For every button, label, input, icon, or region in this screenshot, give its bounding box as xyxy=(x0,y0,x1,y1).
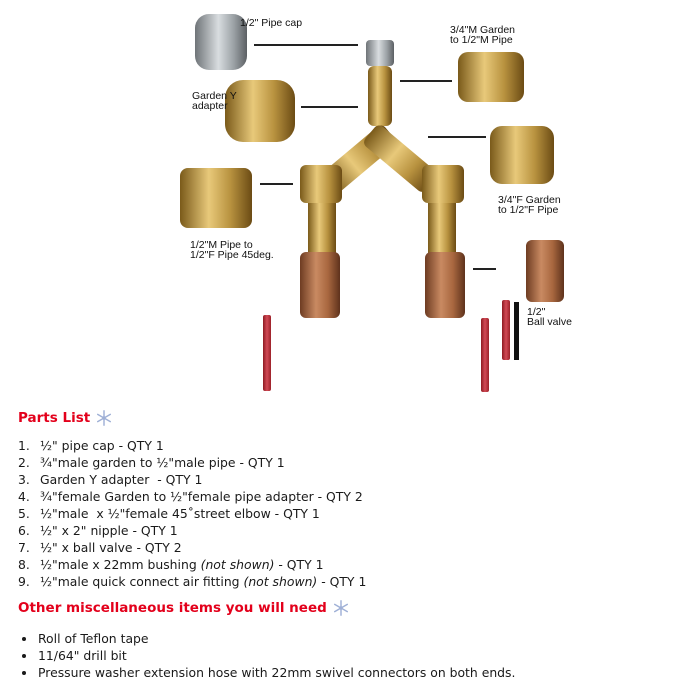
misc-title: Other miscellaneous items you will need xyxy=(18,600,327,616)
leader-line xyxy=(254,44,358,46)
list-item: 2.¾"male garden to ½"male pipe - QTY 1 xyxy=(18,455,285,470)
bullet-icon xyxy=(22,670,26,675)
assembly-diagram: 1/2" Pipe cap Garden Y adapter 3/4"M Gar… xyxy=(170,0,590,400)
label-female-garden: 3/4"F Garden to 1/2"F Pipe xyxy=(498,194,561,216)
list-item: 6.½" x 2" nipple - QTY 1 xyxy=(18,523,178,538)
nipple-left xyxy=(308,203,336,253)
list-item: Pressure washer extension hose with 22mm… xyxy=(18,664,515,681)
snowflake-icon xyxy=(97,410,112,426)
label-elbow-45: 1/2"M Pipe to 1/2"F Pipe 45deg. xyxy=(190,239,274,261)
leader-line xyxy=(428,136,486,138)
bullet-icon xyxy=(22,653,26,658)
list-item: 9.½"male quick connect air fitting (not … xyxy=(18,574,367,589)
list-item: 7.½" x ball valve - QTY 2 xyxy=(18,540,182,555)
parts-list: 1.½" pipe cap - QTY 1 2.¾"male garden to… xyxy=(18,437,366,590)
list-item: 8.½"male x 22mm bushing (not shown) - QT… xyxy=(18,557,324,572)
leader-line xyxy=(473,268,496,270)
parts-list-heading: Parts List xyxy=(18,408,366,428)
assembled-cap xyxy=(366,40,394,66)
leader-line xyxy=(400,80,452,82)
assembled-stem xyxy=(368,66,392,126)
male-garden-part xyxy=(458,52,524,102)
misc-heading: Other miscellaneous items you will need xyxy=(18,598,515,618)
valve-handle xyxy=(502,300,510,360)
label-male-garden: 3/4"M Garden to 1/2"M Pipe xyxy=(450,24,516,46)
ball-valve-part xyxy=(526,240,564,302)
parts-list-title: Parts List xyxy=(18,410,91,426)
list-item: 11/64" drill bit xyxy=(18,647,515,664)
assembled-elbow-left xyxy=(300,165,342,203)
leader-line xyxy=(301,106,358,108)
garden-y-part xyxy=(225,80,295,142)
handle-right xyxy=(481,318,489,392)
list-item: Roll of Teflon tape xyxy=(18,630,515,647)
label-ball-valve: 1/2" Ball valve xyxy=(527,306,572,328)
pipe-cap-part xyxy=(195,14,247,70)
female-garden-part xyxy=(490,126,554,184)
nipple-right xyxy=(428,203,456,253)
parts-list-section: Parts List 1.½" pipe cap - QTY 1 2.¾"mal… xyxy=(18,408,366,590)
misc-list: Roll of Teflon tape 11/64" drill bit Pre… xyxy=(18,630,515,681)
assembled-elbow-right xyxy=(422,165,464,203)
snowflake-icon xyxy=(333,600,348,616)
label-garden-y: Garden Y adapter xyxy=(192,90,237,112)
valve-body-left xyxy=(300,252,340,318)
list-item: 3.Garden Y adapter - QTY 1 xyxy=(18,472,203,487)
misc-items-section: Other miscellaneous items you will need … xyxy=(18,598,515,681)
list-item: 1.½" pipe cap - QTY 1 xyxy=(18,438,164,453)
leader-line xyxy=(260,183,293,185)
label-pipe-cap: 1/2" Pipe cap xyxy=(240,17,303,29)
bullet-icon xyxy=(22,636,26,641)
list-item: 5.½"male x ½"female 45˚street elbow - QT… xyxy=(18,506,320,521)
valve-body-right xyxy=(425,252,465,318)
handle-left xyxy=(263,315,271,391)
list-item: 4.¾"female Garden to ½"female pipe adapt… xyxy=(18,489,363,504)
valve-handle-black xyxy=(514,302,519,360)
elbow-45-part xyxy=(180,168,252,228)
